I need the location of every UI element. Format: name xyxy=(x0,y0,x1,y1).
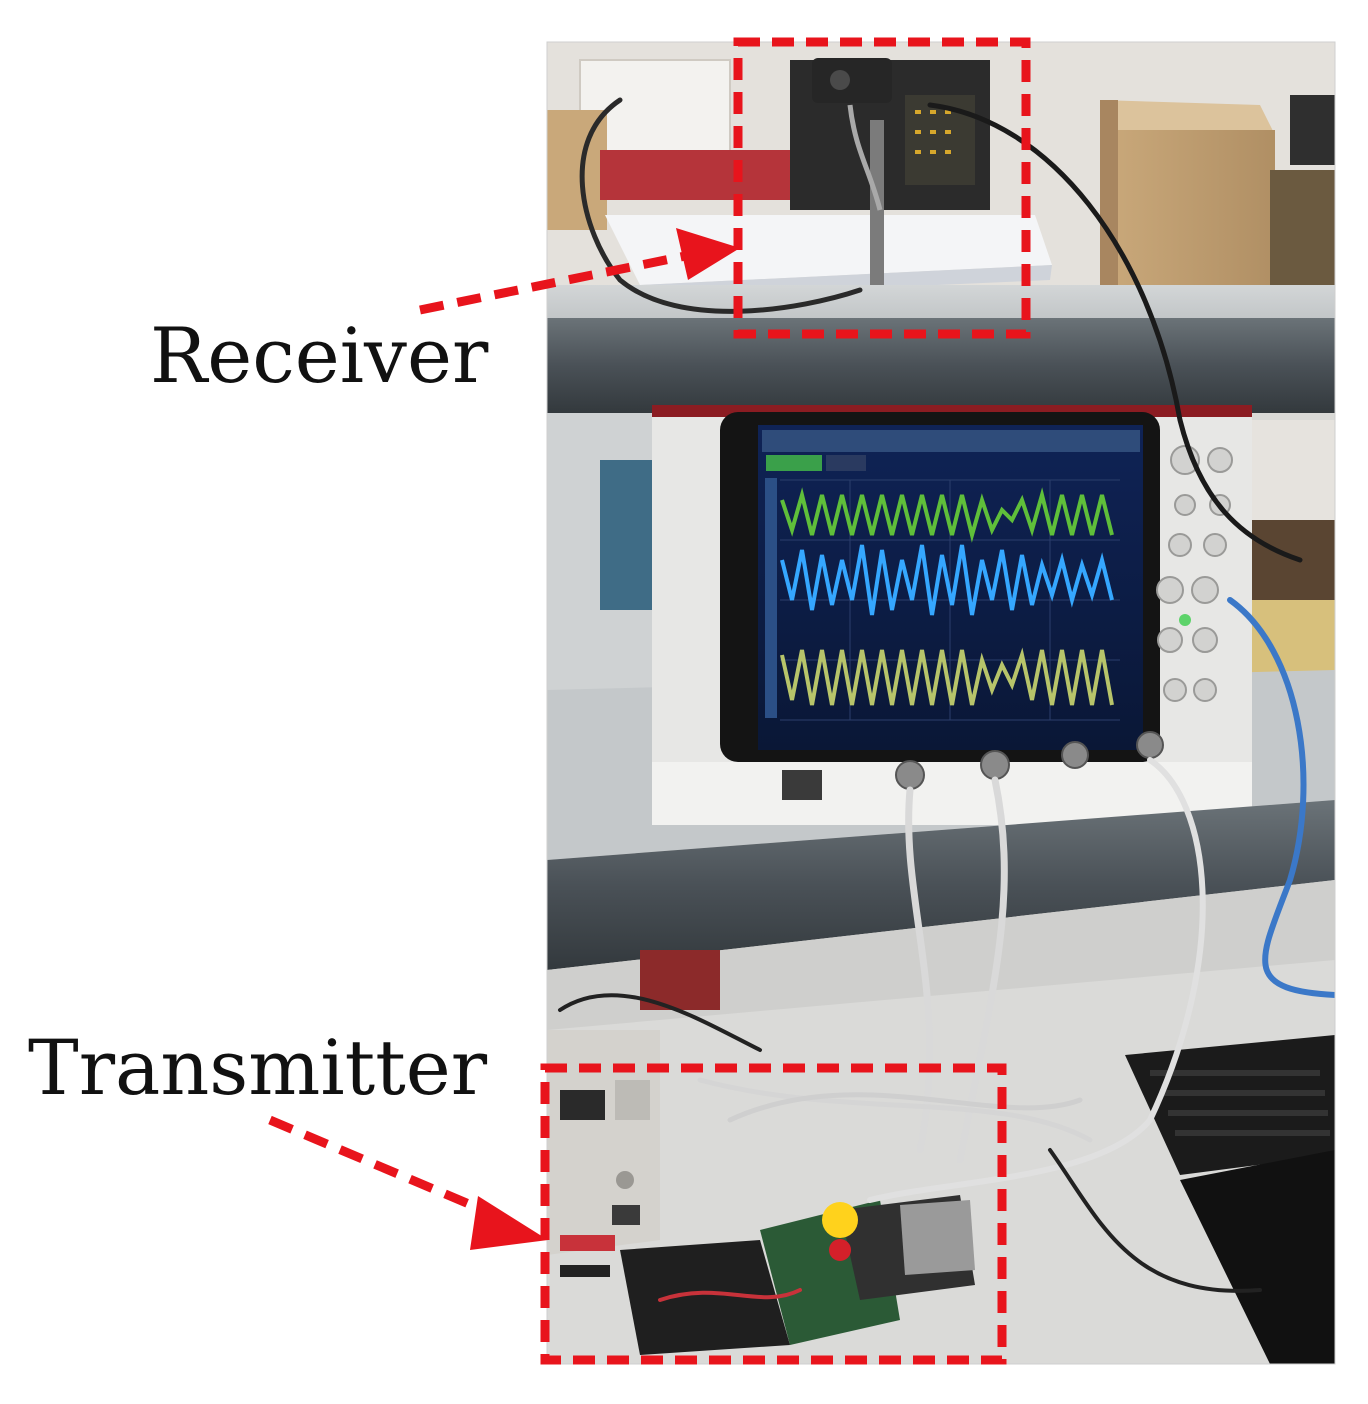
trace-olive xyxy=(780,647,1114,706)
receiver-label: Receiver xyxy=(150,311,489,400)
receiver-annotation xyxy=(419,37,1031,339)
receiver-coil-icon xyxy=(605,58,1052,310)
transmitter-arrow-line xyxy=(268,1115,497,1220)
receiver-highlight-box xyxy=(733,37,1031,339)
transmitter-label: Transmitter xyxy=(28,1023,488,1112)
power-supply-icon xyxy=(547,1030,660,1255)
transmitter-annotation xyxy=(268,1063,1007,1365)
receiver-arrowhead-icon xyxy=(676,228,740,280)
photo-scene xyxy=(547,42,1335,1364)
photo-frame xyxy=(546,41,1336,1365)
transmitter-arrowhead-icon xyxy=(470,1196,548,1250)
trace-green xyxy=(780,487,1114,543)
laptop-icon xyxy=(1180,1150,1335,1364)
keyboard-icon xyxy=(1125,1035,1335,1175)
receiver-arrow-line xyxy=(419,250,691,315)
oscilloscope-icon xyxy=(652,405,1252,825)
cables-icon xyxy=(558,97,1335,1302)
trace-blue xyxy=(780,544,1114,616)
transmitter-board-icon xyxy=(560,1195,975,1355)
